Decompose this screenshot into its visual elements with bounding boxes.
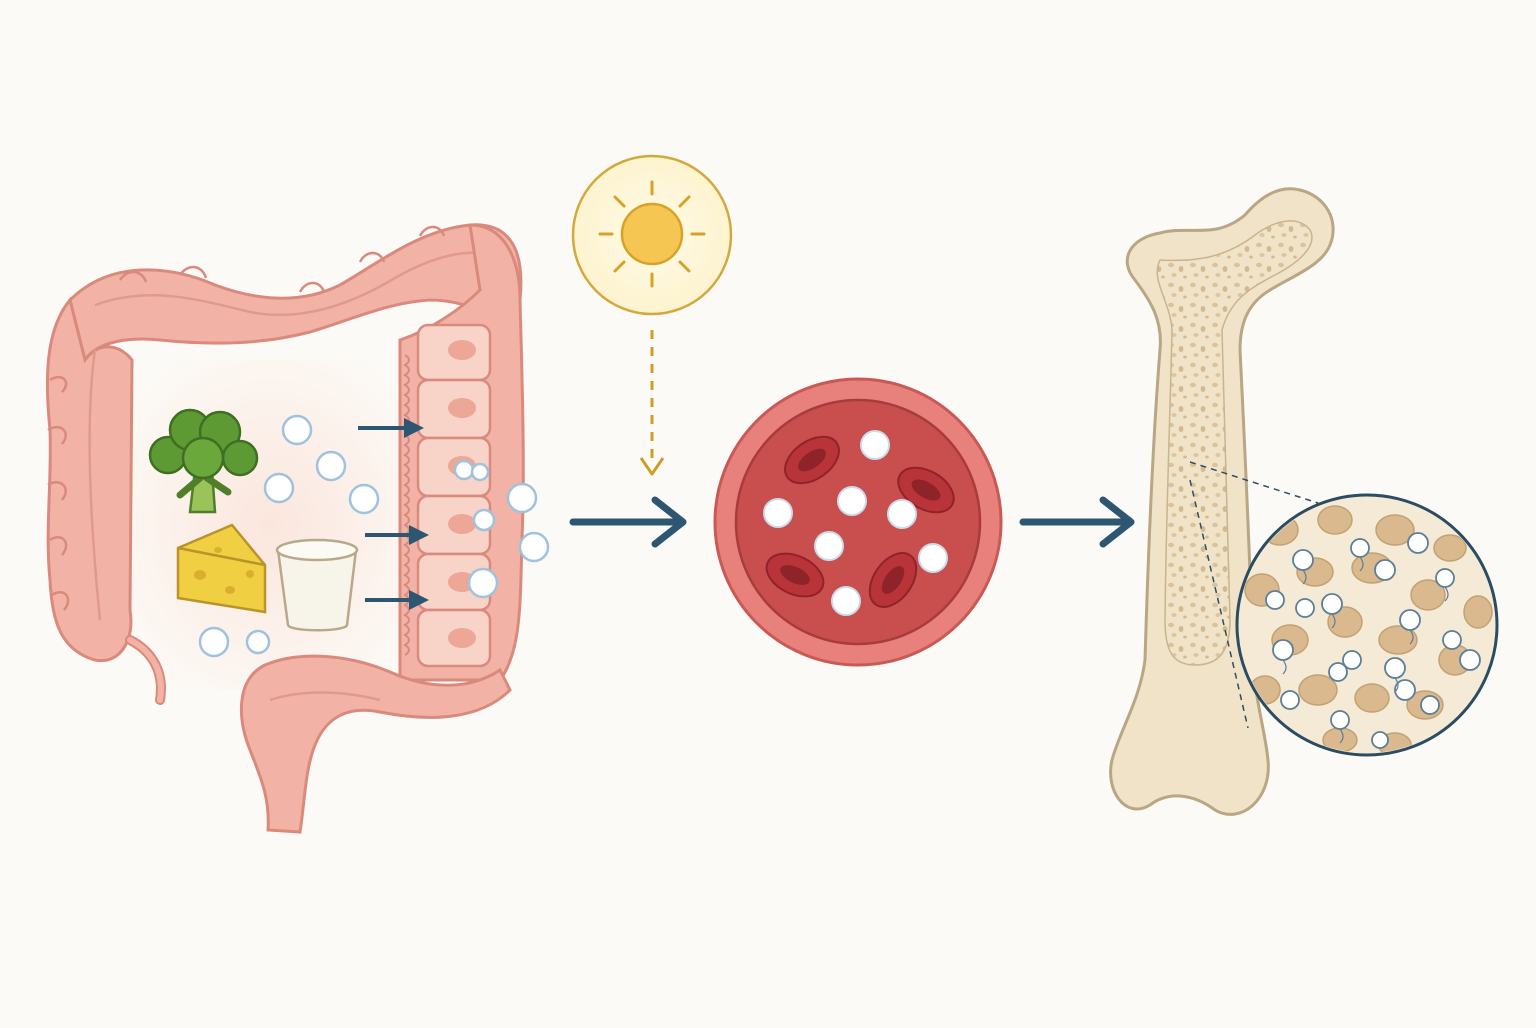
sun-to-blood-dashed-arrow — [639, 330, 665, 476]
cheese-icon — [176, 523, 267, 614]
intestine-to-blood-arrow — [569, 496, 687, 548]
bone-magnification-icon — [1235, 493, 1499, 757]
sigmoid-colon-rectum — [239, 654, 512, 834]
calcium-particles-blood — [763, 430, 948, 616]
blood-vessel-cross-section-icon — [713, 377, 1003, 667]
absorption-arrows — [358, 418, 429, 610]
milk-cup-icon — [275, 538, 359, 632]
intestine-interior — [120, 360, 420, 690]
blood-to-bone-arrow — [1019, 496, 1135, 548]
sun-icon — [571, 154, 733, 316]
calcium-particles-intestine — [198, 414, 550, 658]
broccoli-icon — [148, 408, 259, 514]
red-blood-cells — [765, 435, 955, 608]
intestinal-epithelial-cells — [403, 323, 492, 668]
spongy-bone — [1156, 220, 1313, 666]
large-intestine-icon — [45, 223, 525, 834]
calcium-particles-bone — [1265, 532, 1481, 749]
femur-bone-icon — [1109, 187, 1335, 816]
